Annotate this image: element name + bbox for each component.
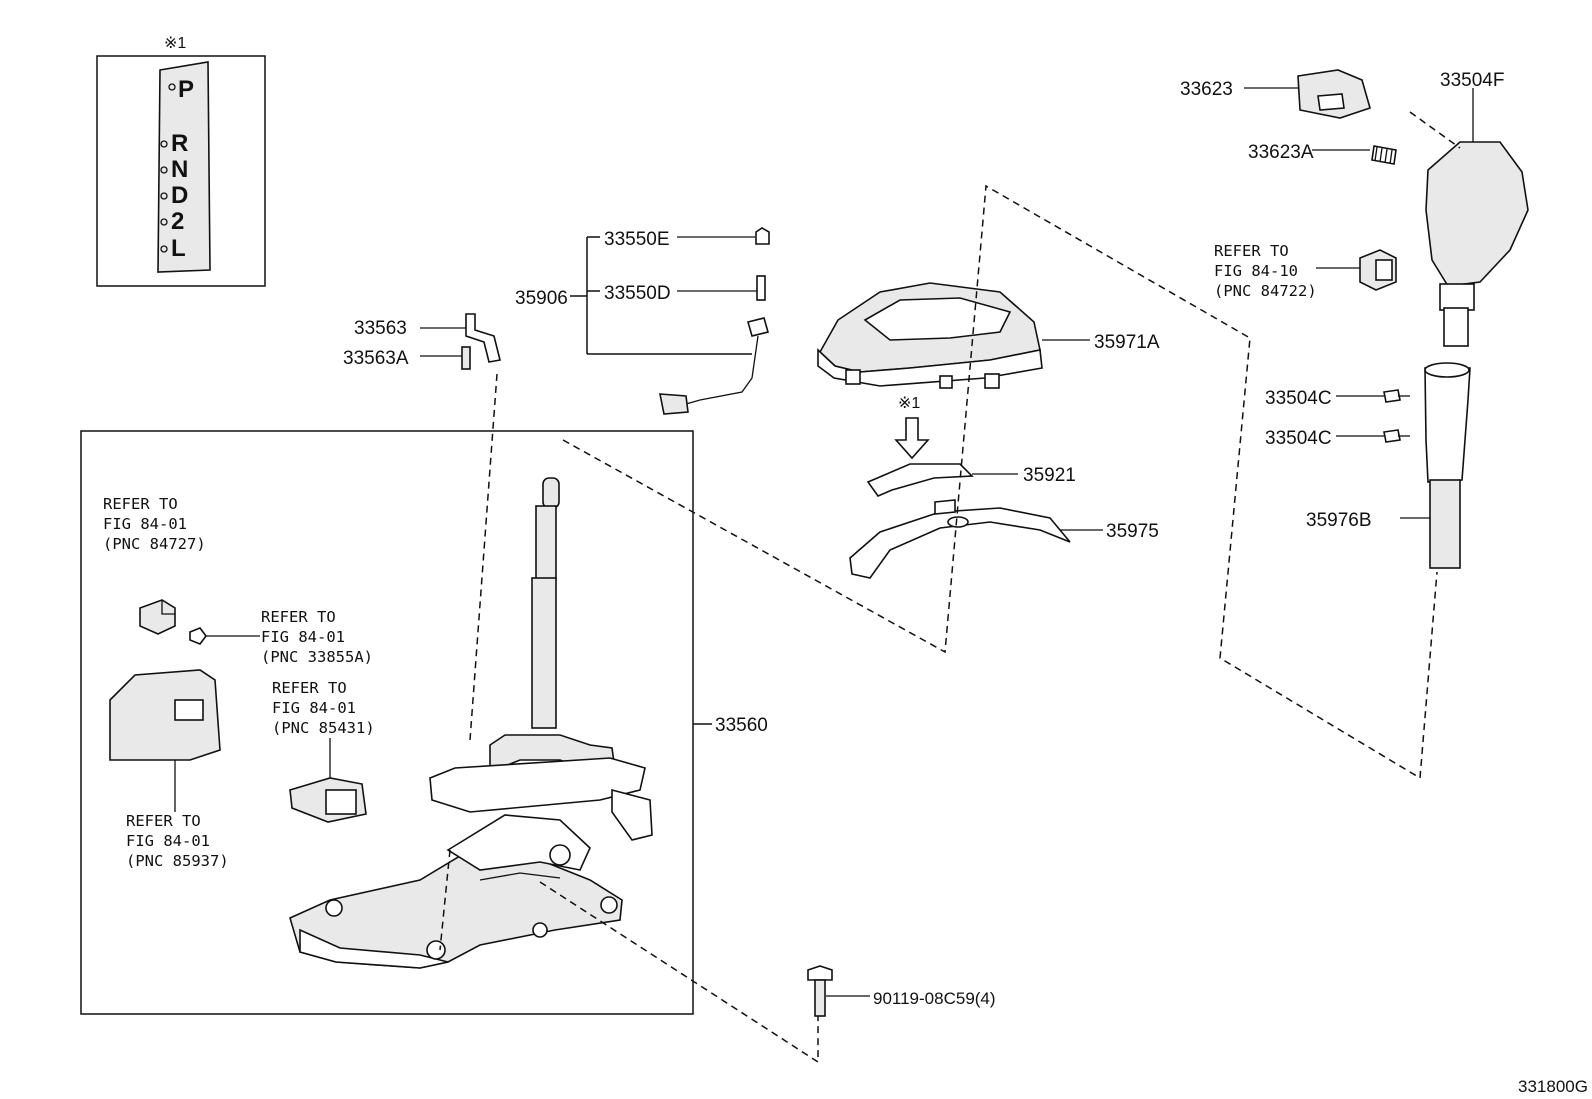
refer-84722-line3: (PNC 84722) bbox=[1214, 282, 1317, 300]
part-85431 bbox=[289, 738, 367, 823]
label-33504C-lower: 33504C bbox=[1265, 428, 1332, 449]
gear-letter-d: D bbox=[171, 182, 188, 209]
part-33504F bbox=[1425, 88, 1529, 347]
gear-letter-p: P bbox=[178, 76, 194, 103]
inset-frame bbox=[96, 55, 266, 287]
part-33623 bbox=[1244, 69, 1371, 119]
label-35971A: 35971A bbox=[1094, 332, 1160, 353]
dashed-guides bbox=[439, 111, 1461, 1064]
label-33550E: 33550E bbox=[604, 229, 670, 250]
part-33504C-lower bbox=[1336, 429, 1410, 443]
gear-letters: P R N D 2 L bbox=[160, 76, 194, 262]
part-35906-bracket bbox=[570, 236, 757, 355]
part-33504C-upper bbox=[1336, 389, 1410, 403]
label-35975: 35975 bbox=[1106, 521, 1159, 542]
gear-letter-l: L bbox=[171, 235, 186, 262]
note-symbol-arrow: ※1 bbox=[898, 395, 920, 412]
refer-note-33855A: REFER TO FIG 84-01 (PNC 33855A) bbox=[261, 608, 373, 666]
refer-note-85937: REFER TO FIG 84-01 (PNC 85937) bbox=[126, 812, 229, 870]
label-35921: 35921 bbox=[1023, 465, 1076, 486]
refer-85937-line3: (PNC 85937) bbox=[126, 852, 229, 870]
part-33550D bbox=[756, 275, 766, 301]
figure-id: 331800G bbox=[1518, 1077, 1588, 1096]
part-33623A bbox=[1312, 145, 1397, 165]
refer-85431-line3: (PNC 85431) bbox=[272, 719, 375, 737]
refer-84727-line1: REFER TO bbox=[103, 495, 178, 513]
refer-33855A-line1: REFER TO bbox=[261, 608, 336, 626]
label-35976B: 35976B bbox=[1306, 510, 1372, 531]
part-35921 bbox=[866, 463, 1018, 497]
part-84722 bbox=[1316, 249, 1397, 291]
refer-84727-line3: (PNC 84727) bbox=[103, 535, 206, 553]
indicator-plate bbox=[157, 61, 211, 273]
refer-85431-line2: FIG 84-01 bbox=[272, 699, 356, 717]
down-arrow-icon bbox=[894, 417, 930, 460]
label-33550D: 33550D bbox=[604, 283, 671, 304]
refer-84727-line2: FIG 84-01 bbox=[103, 515, 187, 533]
part-33563A bbox=[420, 346, 471, 370]
refer-85937-line2: FIG 84-01 bbox=[126, 832, 210, 850]
refer-33855A-line3: (PNC 33855A) bbox=[261, 648, 373, 666]
part-33855A bbox=[189, 627, 260, 645]
part-33550E bbox=[755, 227, 770, 245]
label-33623A: 33623A bbox=[1248, 142, 1314, 163]
part-35976B bbox=[1400, 362, 1471, 569]
label-33623: 33623 bbox=[1180, 79, 1233, 100]
gear-letter-n: N bbox=[171, 156, 188, 183]
assembly-frame bbox=[80, 430, 694, 1015]
label-90119: 90119-08C59(4) bbox=[873, 989, 996, 1008]
part-35971A bbox=[817, 282, 1090, 389]
refer-33855A-line2: FIG 84-01 bbox=[261, 628, 345, 646]
refer-85431-line1: REFER TO bbox=[272, 679, 347, 697]
label-35906: 35906 bbox=[515, 288, 568, 309]
label-33504C-upper: 33504C bbox=[1265, 388, 1332, 409]
shift-lever-assembly bbox=[289, 477, 653, 969]
part-90119 bbox=[807, 965, 870, 1017]
label-33504F: 33504F bbox=[1440, 70, 1504, 91]
part-35975 bbox=[849, 499, 1103, 579]
part-85937 bbox=[109, 669, 221, 812]
part-35906-socket bbox=[659, 317, 769, 415]
refer-84722-line2: FIG 84-10 bbox=[1214, 262, 1298, 280]
inset-note-symbol: ※1 bbox=[164, 35, 186, 52]
label-33560: 33560 bbox=[715, 715, 768, 736]
label-33563: 33563 bbox=[354, 318, 407, 339]
gear-letter-2: 2 bbox=[171, 208, 184, 235]
gear-indicator-inset: ※1 P R N D 2 L bbox=[96, 35, 266, 287]
refer-note-84727: REFER TO FIG 84-01 (PNC 84727) bbox=[103, 495, 206, 553]
refer-84722-line1: REFER TO bbox=[1214, 242, 1289, 260]
part-33563 bbox=[420, 313, 501, 363]
refer-85937-line1: REFER TO bbox=[126, 812, 201, 830]
refer-note-85431: REFER TO FIG 84-01 (PNC 85431) bbox=[272, 679, 375, 737]
part-84727 bbox=[139, 599, 176, 635]
label-33563A: 33563A bbox=[343, 348, 409, 369]
gear-letter-r: R bbox=[171, 130, 188, 157]
refer-note-84722: REFER TO FIG 84-10 (PNC 84722) bbox=[1214, 242, 1317, 300]
